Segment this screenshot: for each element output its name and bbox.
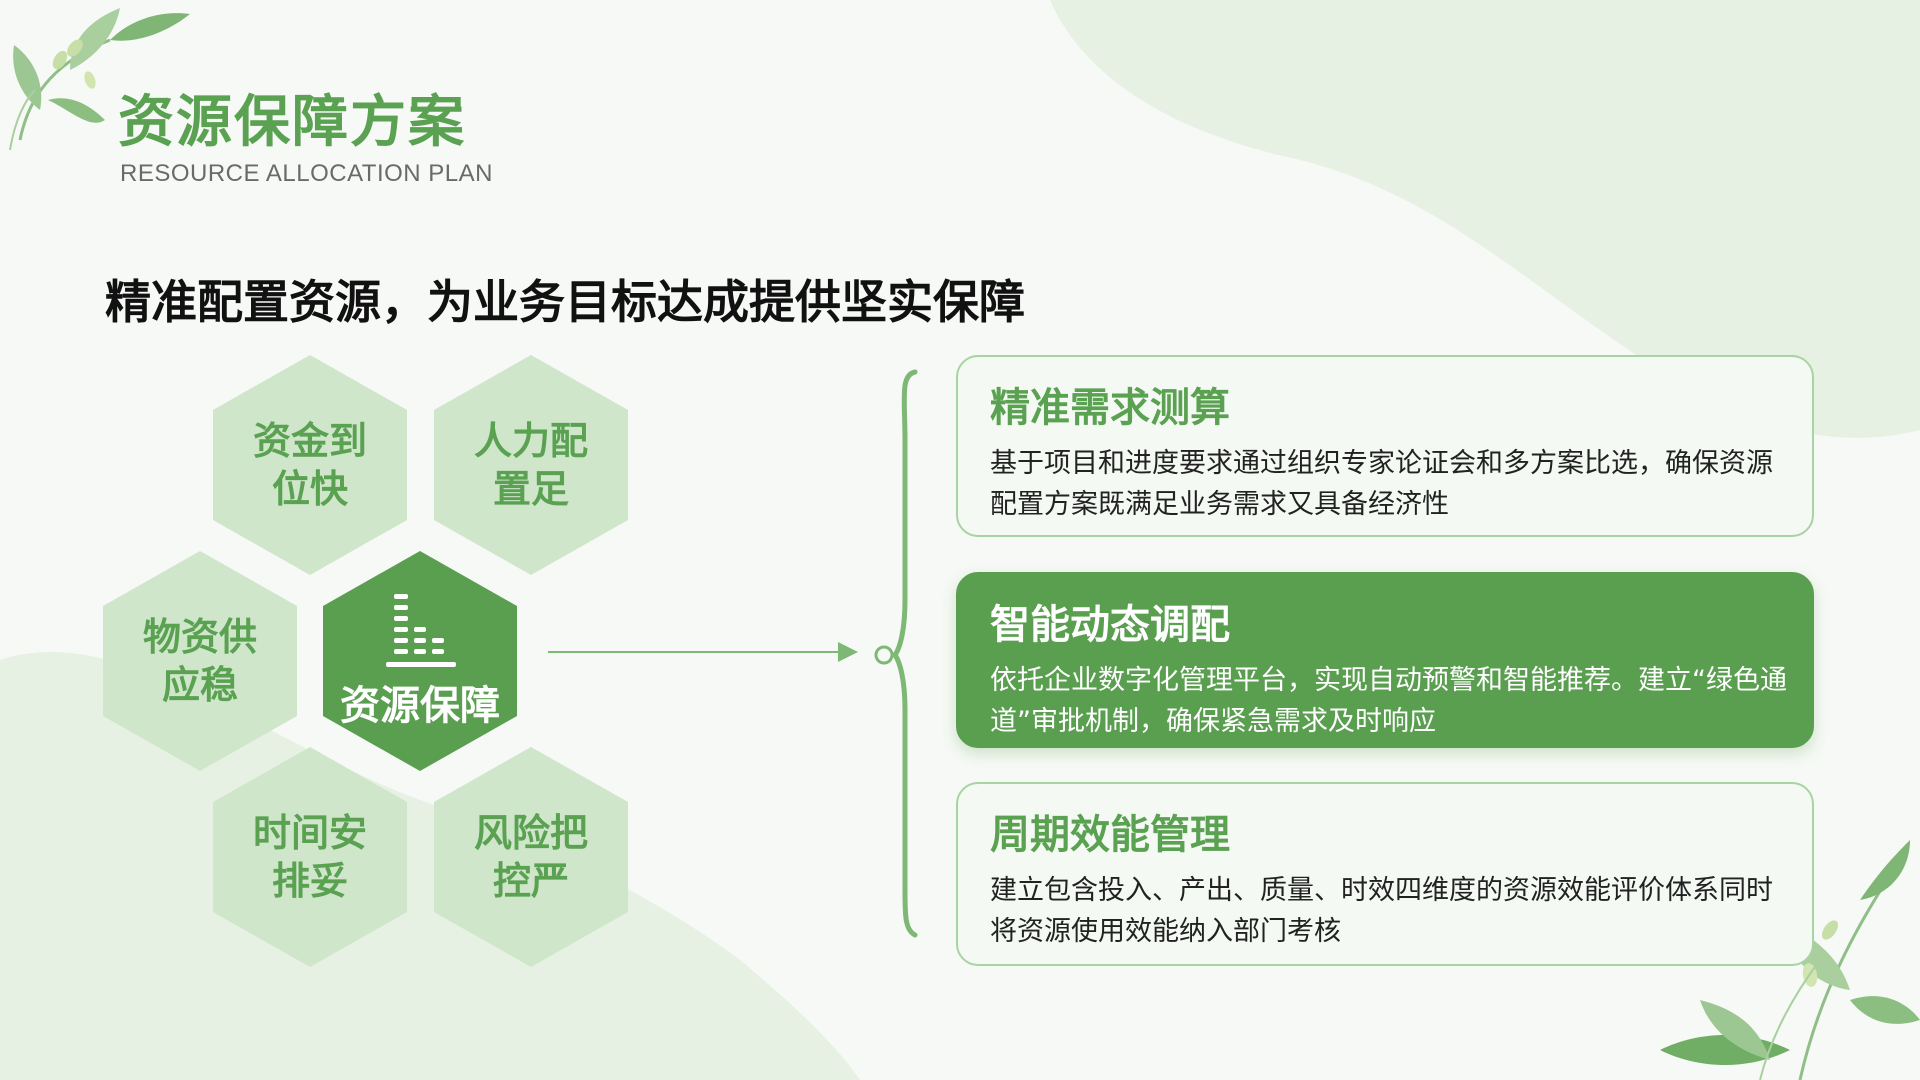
page-subtitle: RESOURCE ALLOCATION PLAN xyxy=(120,160,493,187)
card-title: 周期效能管理 xyxy=(990,812,1230,858)
card-description: 建立包含投入、产出、质量、时效四维度的资源效能评价体系同时将资源使用效能纳入部门… xyxy=(990,875,1773,947)
connector-dot xyxy=(874,645,894,665)
hex-label: 风险把控严 xyxy=(473,811,588,903)
card-demand-estimation: 精准需求测算 基于项目和进度要求通过组织专家论证会和多方案比选，确保资源配置方案… xyxy=(956,355,1814,537)
leaf-decoration-icon xyxy=(9,8,190,151)
headline: 精准配置资源，为业务目标达成提供坚实保障 xyxy=(105,275,1025,329)
card-cycle-efficiency: 周期效能管理 建立包含投入、产出、质量、时效四维度的资源效能评价体系同时将资源使… xyxy=(956,782,1814,966)
hex-label: 物资供应稳 xyxy=(142,615,257,707)
hex-center-label: 资源保障 xyxy=(340,683,500,729)
card-dynamic-allocation: 智能动态调配 依托企业数字化管理平台，实现自动预警和智能推荐。建立“绿色通道”审… xyxy=(956,572,1814,748)
bar-chart-icon xyxy=(386,594,456,667)
page-title: 资源保障方案 xyxy=(118,90,466,155)
hex-schedule: 时间安排妥 xyxy=(213,747,407,967)
top-right-blob xyxy=(1050,0,1920,438)
arrow-right-icon xyxy=(838,642,858,662)
hex-materials: 物资供应稳 xyxy=(103,551,297,771)
hex-risk: 风险把控严 xyxy=(434,747,628,967)
hex-label: 资金到位快 xyxy=(252,419,367,511)
card-title: 精准需求测算 xyxy=(990,385,1230,431)
card-description: 基于项目和进度要求通过组织专家论证会和多方案比选，确保资源配置方案既满足业务需求… xyxy=(990,448,1773,520)
hex-center: 资源保障 xyxy=(323,551,517,771)
card-title: 智能动态调配 xyxy=(990,602,1230,648)
brace xyxy=(891,369,918,938)
card-description: 依托企业数字化管理平台，实现自动预警和智能推荐。建立“绿色通道”审批机制，确保紧… xyxy=(990,665,1787,737)
hex-label: 时间安排妥 xyxy=(252,811,367,903)
hex-label: 人力配置足 xyxy=(473,419,588,511)
